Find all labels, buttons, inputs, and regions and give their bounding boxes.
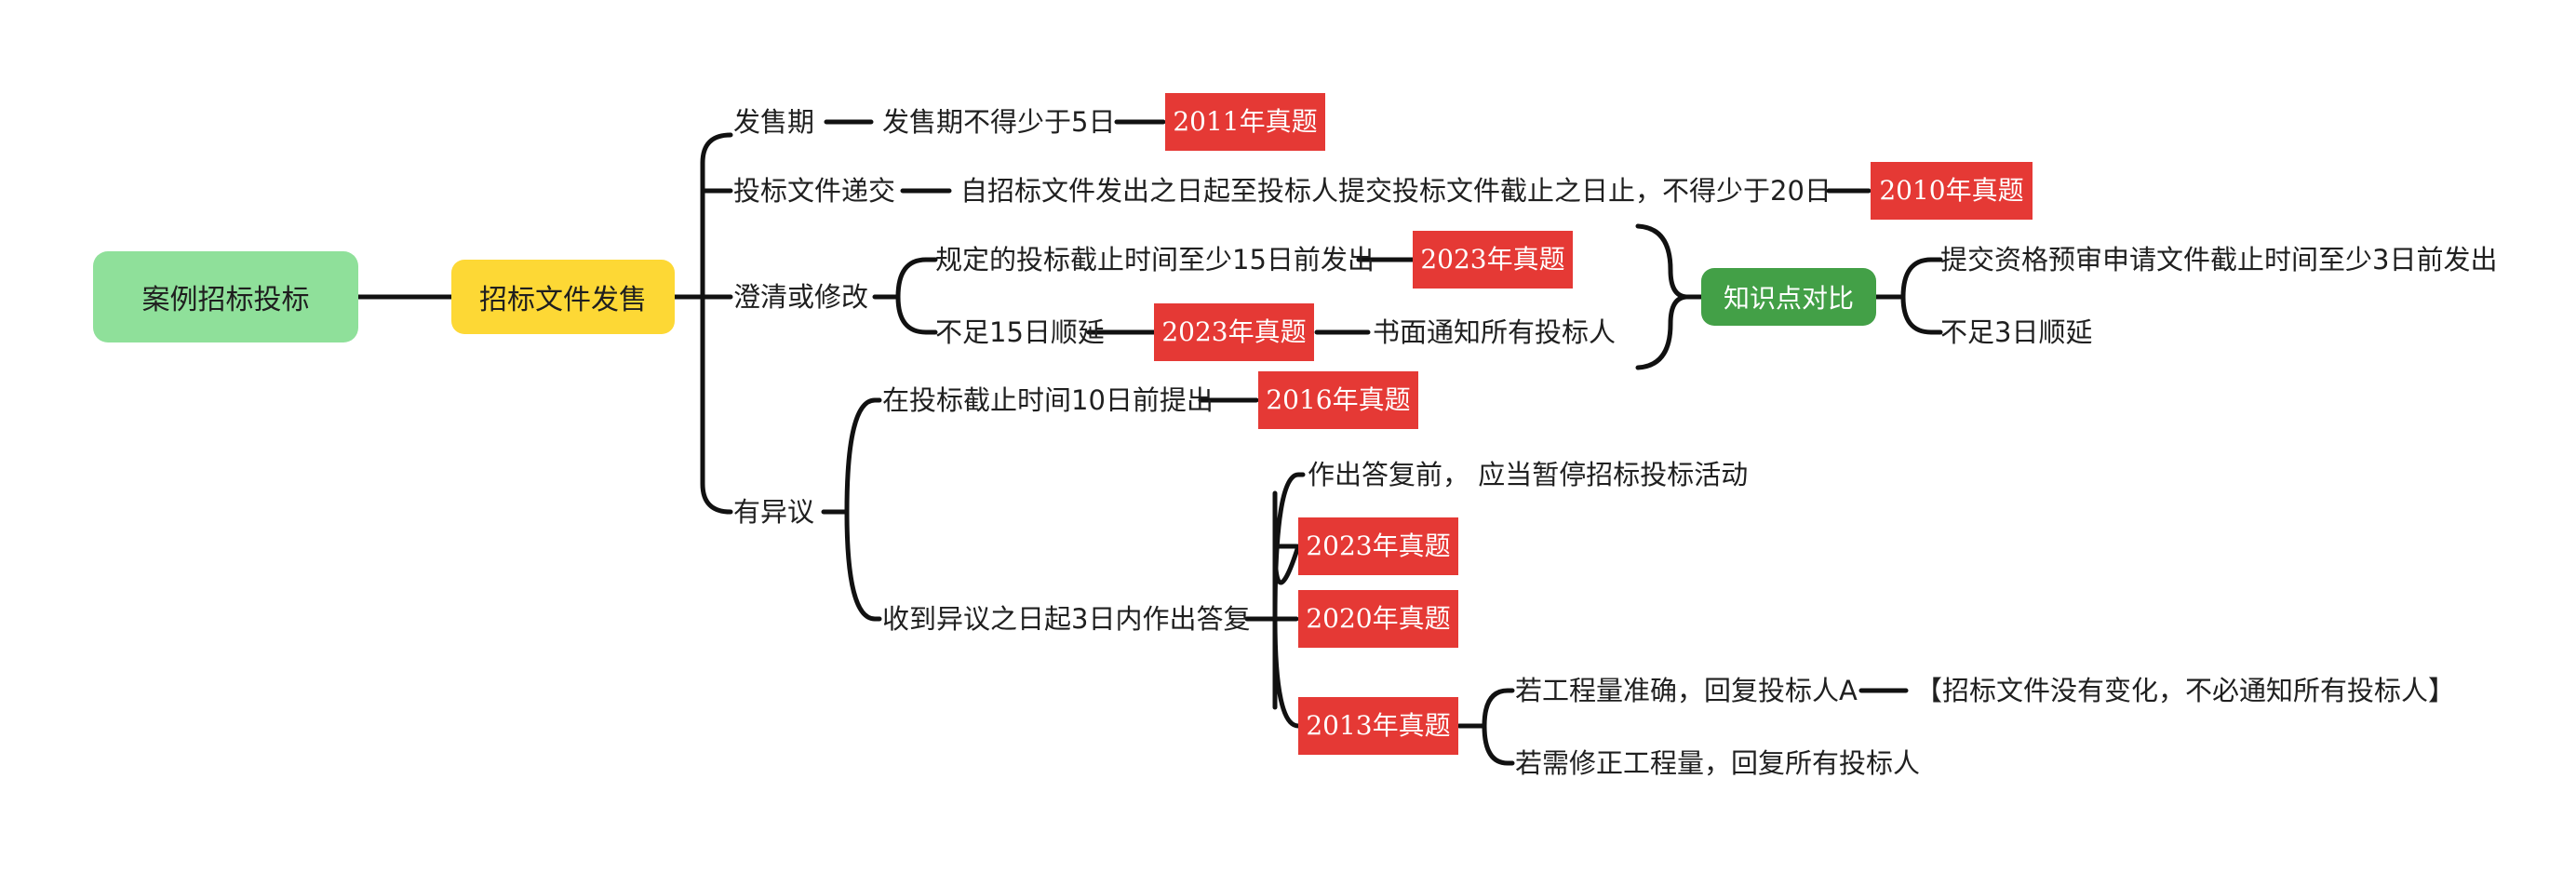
leaf-quantity-accurate-note[interactable]: 【招标文件没有变化，不必通知所有投标人】 [1915, 675, 2456, 706]
leaf-objection-deadline[interactable]: 在投标截止时间10日前提出 [882, 384, 1214, 416]
connector-kp-items [1873, 257, 1943, 335]
root-node[interactable]: 案例招标投标 [93, 251, 358, 342]
leaf-clarify-rule[interactable]: 规定的投标截止时间至少15日前发出 [935, 244, 1375, 275]
tag-2016[interactable]: 2016年真题 [1258, 371, 1418, 429]
connector-reply [1244, 472, 1306, 729]
tag-2023-clarify[interactable]: 2023年真题 [1413, 231, 1573, 289]
tag-2020[interactable]: 2020年真题 [1298, 590, 1458, 648]
leaf-clarify-notice[interactable]: 书面通知所有投标人 [1373, 316, 1617, 348]
leaf-reply-pause[interactable]: 作出答复前， 应当暂停招标投标活动 [1308, 459, 1749, 490]
leaf-quantity-accurate[interactable]: 若工程量准确，回复投标人A [1515, 675, 1858, 706]
knowledge-item-deadline[interactable]: 提交资格预审申请文件截止时间至少3日前发出 [1940, 244, 2498, 275]
knowledge-compare-node[interactable]: 知识点对比 [1701, 268, 1876, 326]
main-topic-node[interactable]: 招标文件发售 [451, 260, 675, 334]
leaf-objection-reply[interactable]: 收到异议之日起3日内作出答复 [882, 603, 1251, 635]
connector-main-topics [700, 132, 733, 515]
tag-2023-short[interactable]: 2023年真题 [1154, 303, 1314, 361]
tag-2011[interactable]: 2011年真题 [1165, 93, 1325, 151]
tag-2013[interactable]: 2013年真题 [1298, 697, 1458, 755]
knowledge-item-extend[interactable]: 不足3日顺延 [1940, 316, 2093, 348]
topic-sale-period[interactable]: 发售期 [733, 106, 815, 138]
connector-2013 [1456, 688, 1909, 766]
topic-clarify[interactable]: 澄清或修改 [733, 281, 869, 313]
connector-objection [821, 397, 1259, 622]
leaf-sale-rule[interactable]: 发售期不得少于5日 [882, 106, 1116, 138]
leaf-submission-rule[interactable]: 自招标文件发出之日起至投标人提交投标文件截止之日止，不得少于20日 [960, 175, 1831, 207]
topic-objection[interactable]: 有异议 [733, 496, 815, 528]
topic-submission[interactable]: 投标文件递交 [733, 175, 896, 207]
tag-2010[interactable]: 2010年真题 [1871, 162, 2033, 220]
connector-brace [1635, 223, 1687, 370]
tag-2023-reply[interactable]: 2023年真题 [1298, 517, 1458, 575]
leaf-quantity-revise[interactable]: 若需修正工程量，回复所有投标人 [1515, 747, 1921, 779]
leaf-clarify-short[interactable]: 不足15日顺延 [935, 316, 1105, 348]
